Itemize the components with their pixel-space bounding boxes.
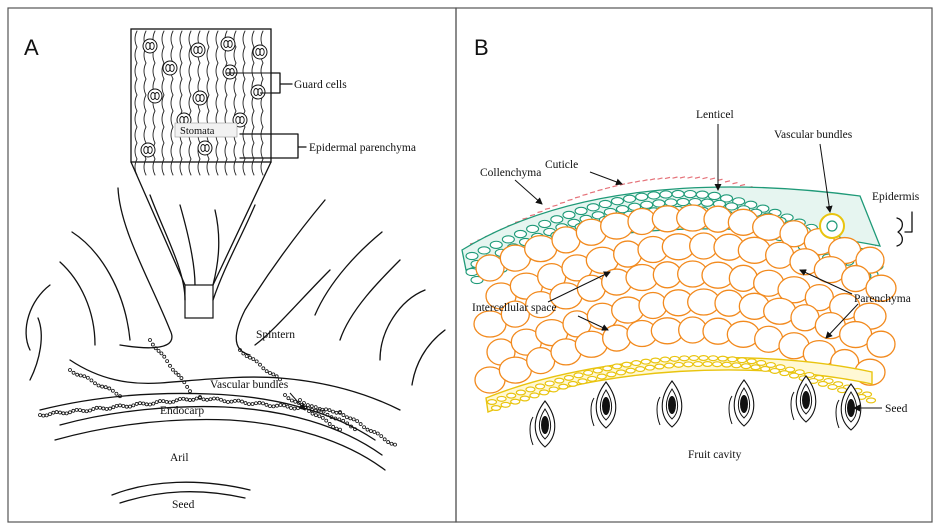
seeds	[530, 376, 861, 447]
epidermis-inset: Stomata	[131, 29, 271, 175]
panel-a-letter: A	[24, 35, 39, 60]
label-epidermal-parenchyma: Epidermal parenchyma	[309, 142, 416, 154]
panel-b: B Cuticle Lenticel Vascular bundles Coll…	[456, 8, 932, 522]
vascular-dots	[39, 339, 397, 447]
label-intercellular-space: Intercellular space	[472, 302, 557, 314]
zoom-lines	[131, 162, 271, 318]
label-stomata: Stomata	[180, 126, 215, 137]
label-epidermis: Epidermis	[872, 191, 920, 203]
label-aril: Aril	[170, 452, 189, 464]
label-collenchyma: Collenchyma	[480, 167, 541, 179]
panel-b-letter: B	[474, 35, 489, 60]
label-seed-b: Seed	[885, 403, 908, 415]
label-spintern: Spintern	[256, 329, 295, 341]
epidermis-bracket	[897, 212, 912, 246]
label-cuticle: Cuticle	[545, 159, 578, 171]
label-guard-cells: Guard cells	[294, 79, 347, 91]
fruit-sketch	[26, 188, 445, 503]
vascular-bundle-b	[820, 214, 844, 238]
label-vascular-bundles-a: Vascular bundles	[210, 379, 289, 391]
label-endocarp: Endocarp	[160, 405, 204, 417]
panel-a: A Stomata Guard cells Epidermal parenchy…	[8, 8, 456, 522]
label-lenticel: Lenticel	[696, 109, 734, 121]
label-seed-a: Seed	[172, 499, 195, 511]
label-vascular-bundles-b: Vascular bundles	[774, 129, 853, 141]
label-parenchyma: Parenchyma	[854, 293, 911, 305]
label-fruit-cavity: Fruit cavity	[688, 449, 742, 461]
